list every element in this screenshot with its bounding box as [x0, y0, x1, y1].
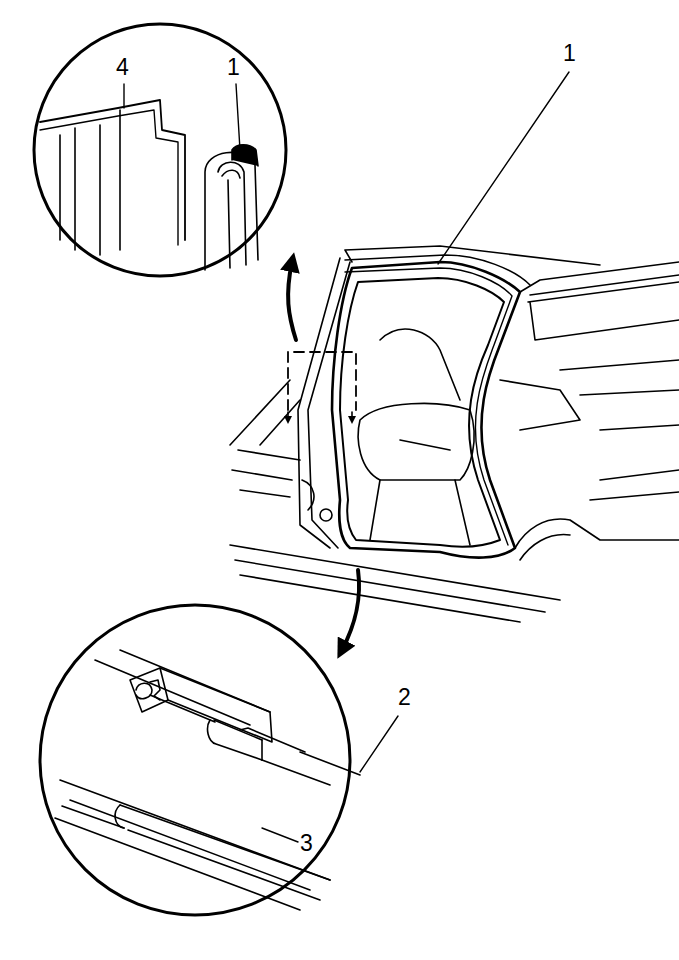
view-arrow: [288, 262, 296, 340]
detail-marker-arrow: [287, 412, 289, 420]
view-arrow: [342, 570, 359, 650]
callout-number: 2: [398, 686, 411, 709]
detail-marker: [288, 352, 356, 410]
vehicle-body: [230, 246, 679, 622]
leader-line: [124, 72, 569, 842]
callout-number: 4: [116, 56, 129, 79]
callout-number: 1: [227, 56, 240, 79]
callout-number: 1: [563, 42, 576, 65]
detail-view-upper: [34, 24, 286, 276]
detail-view-lower: [40, 605, 360, 915]
detail-marker-arrow: [351, 412, 353, 420]
callout-number: 3: [300, 832, 313, 855]
